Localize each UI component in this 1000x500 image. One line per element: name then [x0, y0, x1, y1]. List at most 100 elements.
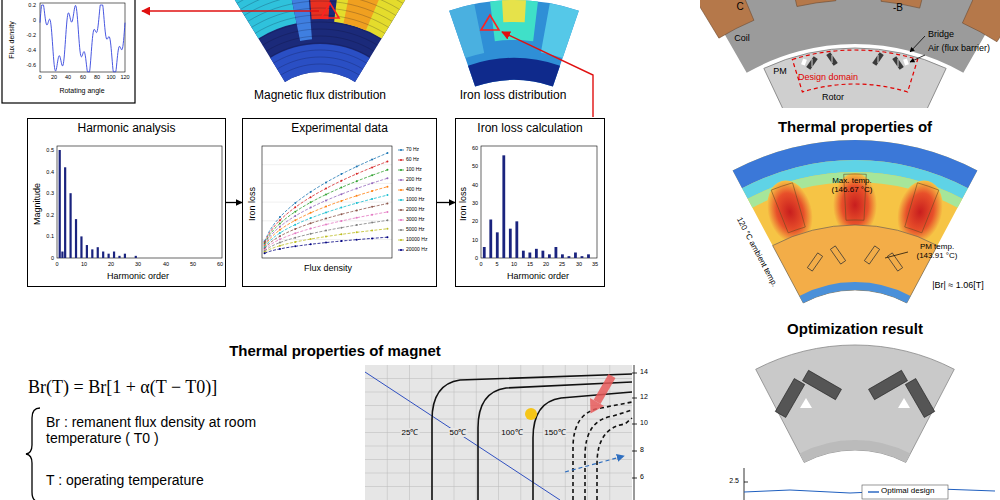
plot-box — [2, 0, 135, 103]
data-point — [340, 207, 342, 209]
data-point — [371, 237, 373, 239]
bar — [528, 253, 531, 259]
grid-line — [262, 202, 392, 203]
tick-label: 0.2 — [46, 212, 54, 218]
legend-sample — [398, 149, 404, 151]
data-point — [386, 194, 388, 196]
legend-text: 400 Hz — [406, 187, 422, 193]
axis-tick — [632, 424, 637, 425]
temperature-label: 100℃ — [500, 428, 523, 437]
data-point — [294, 206, 296, 208]
tick-label: 30 — [576, 261, 582, 267]
legend-dot — [400, 199, 402, 201]
data-point — [310, 201, 312, 203]
loss-curve — [265, 220, 388, 251]
tick-label: 50 — [472, 163, 478, 169]
field-line — [237, 0, 403, 3]
data-point — [279, 222, 281, 224]
magnet-outline — [864, 246, 879, 264]
data-point — [294, 237, 296, 239]
legend-line — [398, 220, 404, 221]
data-point — [279, 226, 281, 228]
grid-line — [365, 419, 632, 420]
tick-label: 60 — [472, 145, 478, 151]
data-point — [264, 252, 266, 254]
axis-tick — [632, 398, 637, 399]
data-point — [294, 224, 296, 226]
field-line — [270, 43, 370, 57]
data-point — [279, 238, 281, 240]
flux-barrier — [800, 398, 812, 408]
tick-label: 0 — [33, 17, 36, 23]
tick-label: -0.6 — [27, 62, 36, 68]
legend-dot — [400, 179, 402, 181]
data-point — [386, 219, 388, 221]
axis-line — [744, 468, 745, 500]
legend-text: 200 Hz — [406, 177, 422, 183]
section-title: Optimization result — [787, 320, 923, 337]
field-line — [241, 0, 400, 9]
legend-sample — [398, 229, 404, 231]
loss-curve — [265, 153, 388, 241]
axis-tick — [632, 478, 637, 479]
data-point — [325, 193, 327, 195]
legend-line — [398, 180, 404, 181]
leader — [910, 36, 925, 52]
data-point — [386, 152, 388, 154]
legend-text: 10000 Hz — [406, 237, 427, 243]
chart-ground — [365, 365, 632, 500]
data-point — [356, 231, 358, 233]
permanent-magnet — [905, 379, 934, 418]
region — [502, 0, 526, 22]
grid-line — [365, 446, 632, 447]
bar — [80, 236, 82, 258]
data-point — [294, 241, 296, 243]
legend-dot — [400, 249, 402, 251]
grid-line — [262, 220, 392, 221]
data-point — [310, 228, 312, 230]
tick-label: 10 — [511, 261, 517, 267]
flux-curve — [40, 5, 125, 72]
data-point — [356, 173, 358, 175]
region — [541, 3, 579, 58]
tick-label: 10 — [472, 237, 478, 243]
data-point — [310, 196, 312, 198]
demagnetization-curve — [585, 410, 632, 500]
bar — [108, 254, 110, 258]
field-line — [281, 64, 359, 75]
data-point — [340, 200, 342, 202]
coil — [779, 0, 836, 7]
bar — [59, 150, 61, 258]
bar — [97, 247, 99, 258]
axis-label: Harmonic order — [507, 271, 569, 281]
bar — [69, 193, 71, 258]
data-point — [371, 198, 373, 200]
legend-dot — [400, 209, 402, 211]
leader-line — [910, 36, 925, 52]
coil — [962, 0, 1000, 42]
data-point — [356, 239, 358, 241]
legend-sample — [398, 159, 404, 161]
tick-label: 0 — [51, 255, 54, 261]
tick-label: 5 — [495, 261, 498, 267]
flux-distribution-image — [235, 0, 405, 82]
permanent-magnet — [872, 52, 884, 66]
data-point — [279, 245, 281, 247]
tick-label: 50 — [190, 261, 196, 267]
part-label: Coil — [734, 33, 750, 43]
bar — [124, 254, 126, 258]
part-label: Bridge — [928, 29, 954, 39]
data-point — [371, 166, 373, 168]
marker-triangle — [321, 3, 339, 18]
axis-label: Iron loss — [247, 187, 257, 221]
tick-label: 14 — [640, 368, 648, 376]
bar — [483, 247, 486, 258]
tick-label: 0 — [55, 261, 58, 267]
data-point — [340, 180, 342, 182]
part-label: Design domain — [798, 72, 858, 82]
bar — [75, 219, 77, 258]
flow-arrow — [226, 202, 242, 203]
bar — [118, 256, 120, 258]
region — [449, 4, 484, 58]
image-caption: Magnetic flux distribution — [254, 89, 386, 103]
